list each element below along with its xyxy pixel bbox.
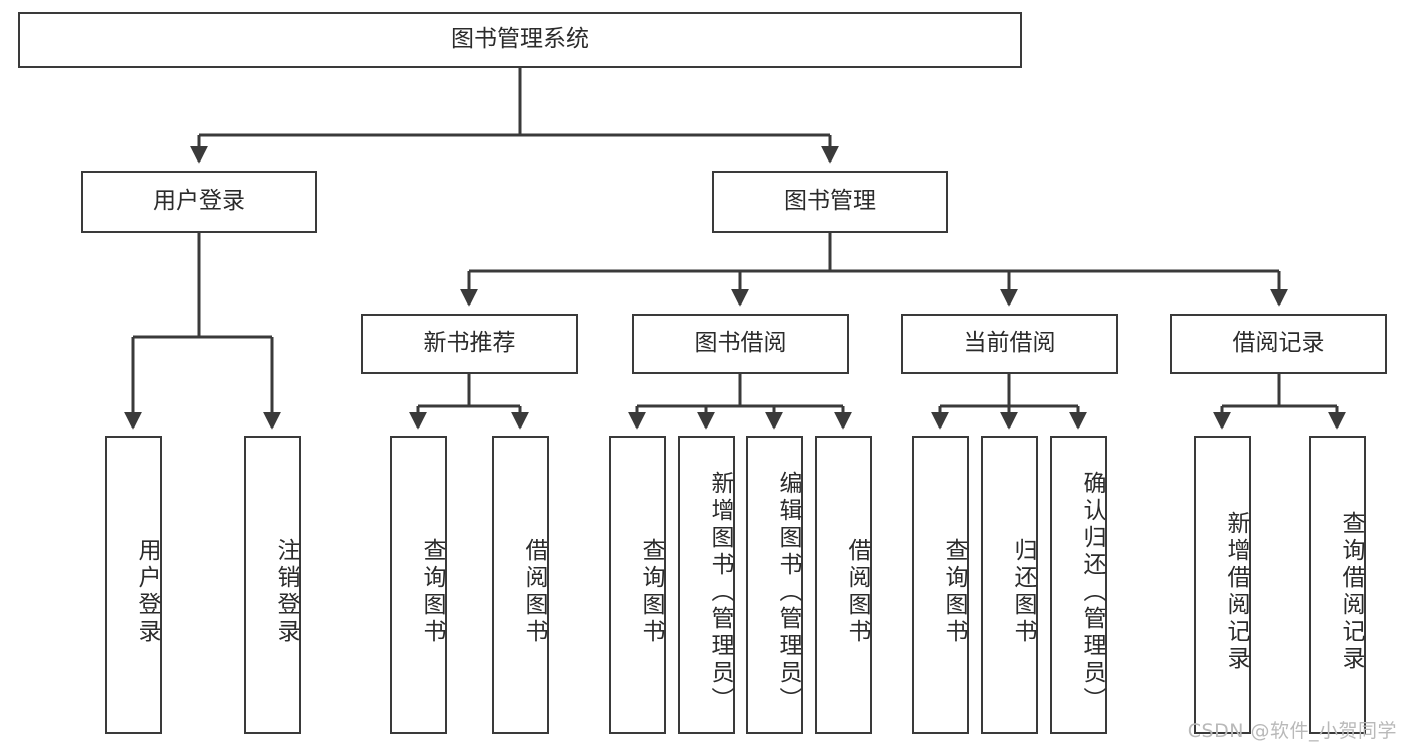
node-user-login[interactable]: 用户登录 — [81, 171, 317, 233]
node-label: 用户登录 — [134, 538, 160, 646]
node-new-book-recommend[interactable]: 新书推荐 — [361, 314, 578, 374]
node-label: 新书推荐 — [423, 330, 516, 357]
leaf-borrow-add-book-admin[interactable]: 新增图书（管理员） — [678, 436, 735, 734]
leaf-new-book-query-book[interactable]: 查询图书 — [390, 436, 447, 734]
node-label: 新增借阅记录 — [1223, 511, 1249, 673]
node-borrow-record[interactable]: 借阅记录 — [1170, 314, 1387, 374]
node-label: 查询图书 — [941, 538, 967, 646]
leaf-record-query-record[interactable]: 查询借阅记录 — [1309, 436, 1366, 734]
node-label: 图书管理 — [784, 188, 876, 215]
leaf-borrow-edit-book-admin[interactable]: 编辑图书（管理员） — [746, 436, 803, 734]
node-book-management[interactable]: 图书管理 — [712, 171, 948, 233]
node-label: 编辑图书（管理员） — [775, 470, 801, 714]
node-label: 图书管理系统 — [451, 26, 589, 53]
node-label: 注销登录 — [273, 538, 299, 646]
node-label: 借阅记录 — [1232, 330, 1325, 357]
node-label: 图书借阅 — [694, 330, 787, 357]
leaf-current-confirm-return-admin[interactable]: 确认归还（管理员） — [1050, 436, 1107, 734]
node-book-borrow[interactable]: 图书借阅 — [632, 314, 849, 374]
leaf-record-add-record[interactable]: 新增借阅记录 — [1194, 436, 1251, 734]
node-label: 查询图书 — [419, 538, 445, 646]
node-current-borrow[interactable]: 当前借阅 — [901, 314, 1118, 374]
node-label: 新增图书（管理员） — [707, 470, 733, 714]
leaf-user-login-logout[interactable]: 注销登录 — [244, 436, 301, 734]
node-root-book-management-system[interactable]: 图书管理系统 — [18, 12, 1022, 68]
leaf-current-return-book[interactable]: 归还图书 — [981, 436, 1038, 734]
leaf-current-query-book[interactable]: 查询图书 — [912, 436, 969, 734]
node-label: 确认归还（管理员） — [1079, 470, 1105, 714]
node-label: 归还图书 — [1010, 538, 1036, 646]
leaf-user-login-login[interactable]: 用户登录 — [105, 436, 162, 734]
leaf-new-book-borrow-book[interactable]: 借阅图书 — [492, 436, 549, 734]
node-label: 当前借阅 — [963, 330, 1056, 357]
node-label: 查询借阅记录 — [1338, 511, 1364, 673]
node-label: 借阅图书 — [844, 538, 870, 646]
leaf-borrow-borrow-book[interactable]: 借阅图书 — [815, 436, 872, 734]
node-label: 借阅图书 — [521, 538, 547, 646]
leaf-borrow-query-book[interactable]: 查询图书 — [609, 436, 666, 734]
node-label: 用户登录 — [153, 188, 245, 215]
node-label: 查询图书 — [638, 538, 664, 646]
